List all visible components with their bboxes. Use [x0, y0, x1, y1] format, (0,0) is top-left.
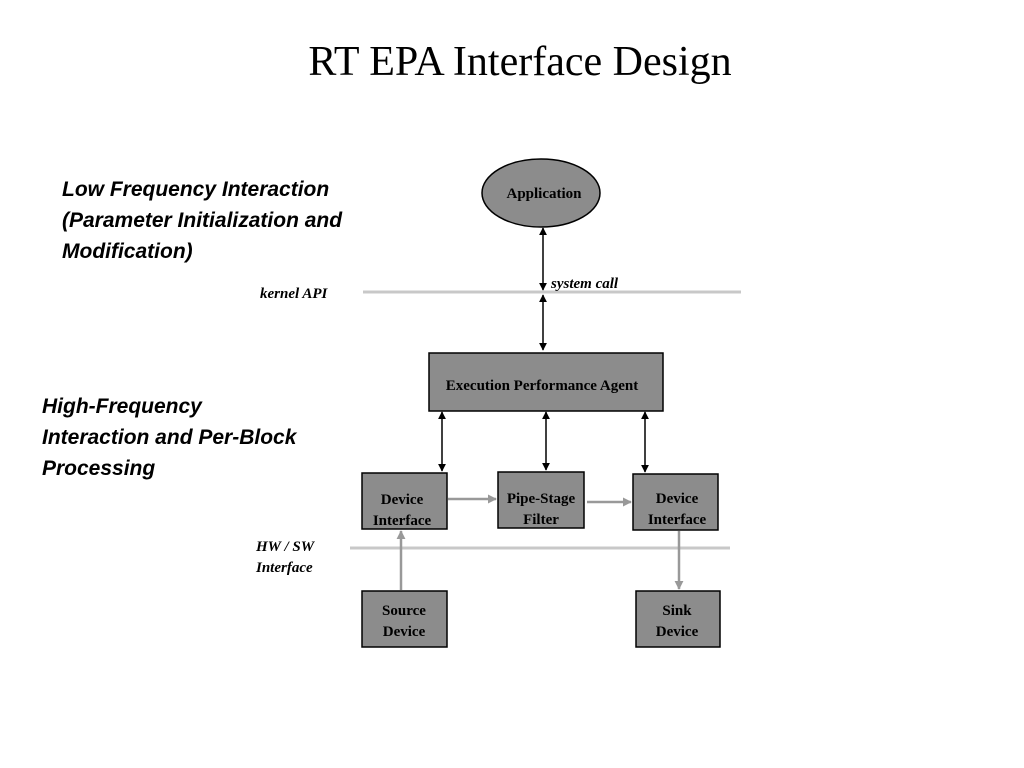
source-device-label: Device — [383, 624, 426, 640]
low-frequency-caption-line: (Parameter Initialization and — [62, 209, 343, 232]
source-device-box — [361, 590, 448, 648]
high-frequency-caption: High-Frequency Interaction and Per-Block… — [42, 391, 296, 484]
sink-device-label: Sink — [662, 603, 692, 619]
sink-device-label: Device — [656, 624, 699, 640]
high-frequency-caption-line: High-Frequency — [42, 395, 202, 418]
slide-title: RT EPA Interface Design — [308, 39, 732, 85]
device-interface-left-label: Device — [381, 492, 424, 508]
execution-performance-agent-box — [428, 352, 664, 412]
pipe-stage-filter-box — [497, 471, 585, 529]
high-frequency-caption-line: Interaction and Per-Block — [42, 426, 297, 449]
device-interface-right-box — [632, 473, 719, 531]
pipe-stage-filter-label: Filter — [523, 512, 559, 528]
system-call-label: system call — [550, 276, 619, 292]
hw-sw-interface-label: HW / SW — [255, 539, 316, 555]
low-frequency-caption-line: Low Frequency Interaction — [62, 178, 330, 201]
device-interface-left-box — [361, 472, 448, 530]
low-frequency-caption-line: Modification) — [62, 240, 193, 263]
sink-device-box — [635, 590, 721, 648]
epa-label: Execution Performance Agent — [446, 378, 638, 394]
kernel-api-label: kernel API — [260, 286, 329, 302]
application-label: Application — [506, 186, 582, 202]
hw-sw-interface-label: Interface — [255, 560, 313, 576]
device-interface-left-label: Interface — [373, 513, 432, 529]
high-frequency-caption-line: Processing — [42, 457, 156, 480]
low-frequency-caption: Low Frequency Interaction (Parameter Ini… — [62, 174, 342, 267]
device-interface-right-label: Device — [656, 491, 699, 507]
application-node — [481, 158, 601, 228]
device-interface-right-label: Interface — [648, 512, 707, 528]
pipe-stage-filter-label: Pipe-Stage — [507, 491, 576, 507]
source-device-label: Source — [382, 603, 426, 619]
